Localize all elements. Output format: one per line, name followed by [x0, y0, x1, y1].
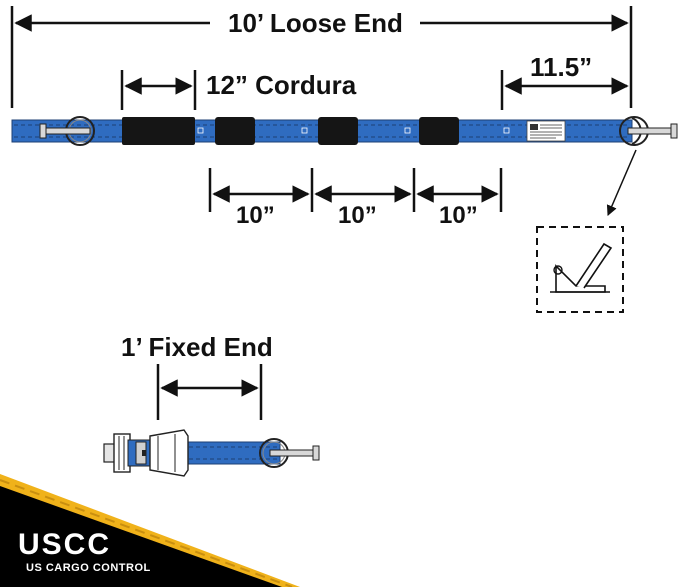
fixed-end-label: 1’ Fixed End [121, 332, 273, 362]
end-length-label: 11.5” [530, 52, 593, 82]
warning-tag [526, 120, 566, 142]
spacing-dimensions [208, 168, 503, 212]
fitting-detail-callout [536, 149, 637, 313]
loose-end-label: 10’ Loose End [228, 8, 403, 38]
brand-corner [0, 474, 300, 587]
brand-name: US CARGO CONTROL [26, 562, 151, 574]
sleeve-1 [215, 117, 255, 145]
cordura-label: 12” Cordura [206, 70, 357, 100]
fixed-end-strap [103, 429, 320, 477]
spacing-label-1: 10” [236, 202, 275, 229]
loose-end-dimension [10, 6, 633, 108]
sleeve-2 [318, 117, 358, 145]
spring-fitting-detail-icon [550, 242, 613, 293]
cordura-dimension [120, 70, 197, 110]
right-spring-fitting [619, 116, 678, 146]
sleeve-3 [419, 117, 459, 145]
fixed-end-spring-fitting [259, 438, 320, 468]
fixed-end-dimension [156, 364, 263, 420]
spacing-label-2: 10” [338, 202, 377, 229]
spacing-label-3: 10” [439, 202, 478, 229]
end-length-dimension [500, 70, 629, 110]
ratchet-buckle [103, 429, 189, 477]
left-spring-fitting [39, 116, 95, 146]
brand-logo: USCC [18, 528, 112, 561]
loose-end-strap [11, 116, 678, 146]
cordura-sleeve [122, 117, 195, 145]
